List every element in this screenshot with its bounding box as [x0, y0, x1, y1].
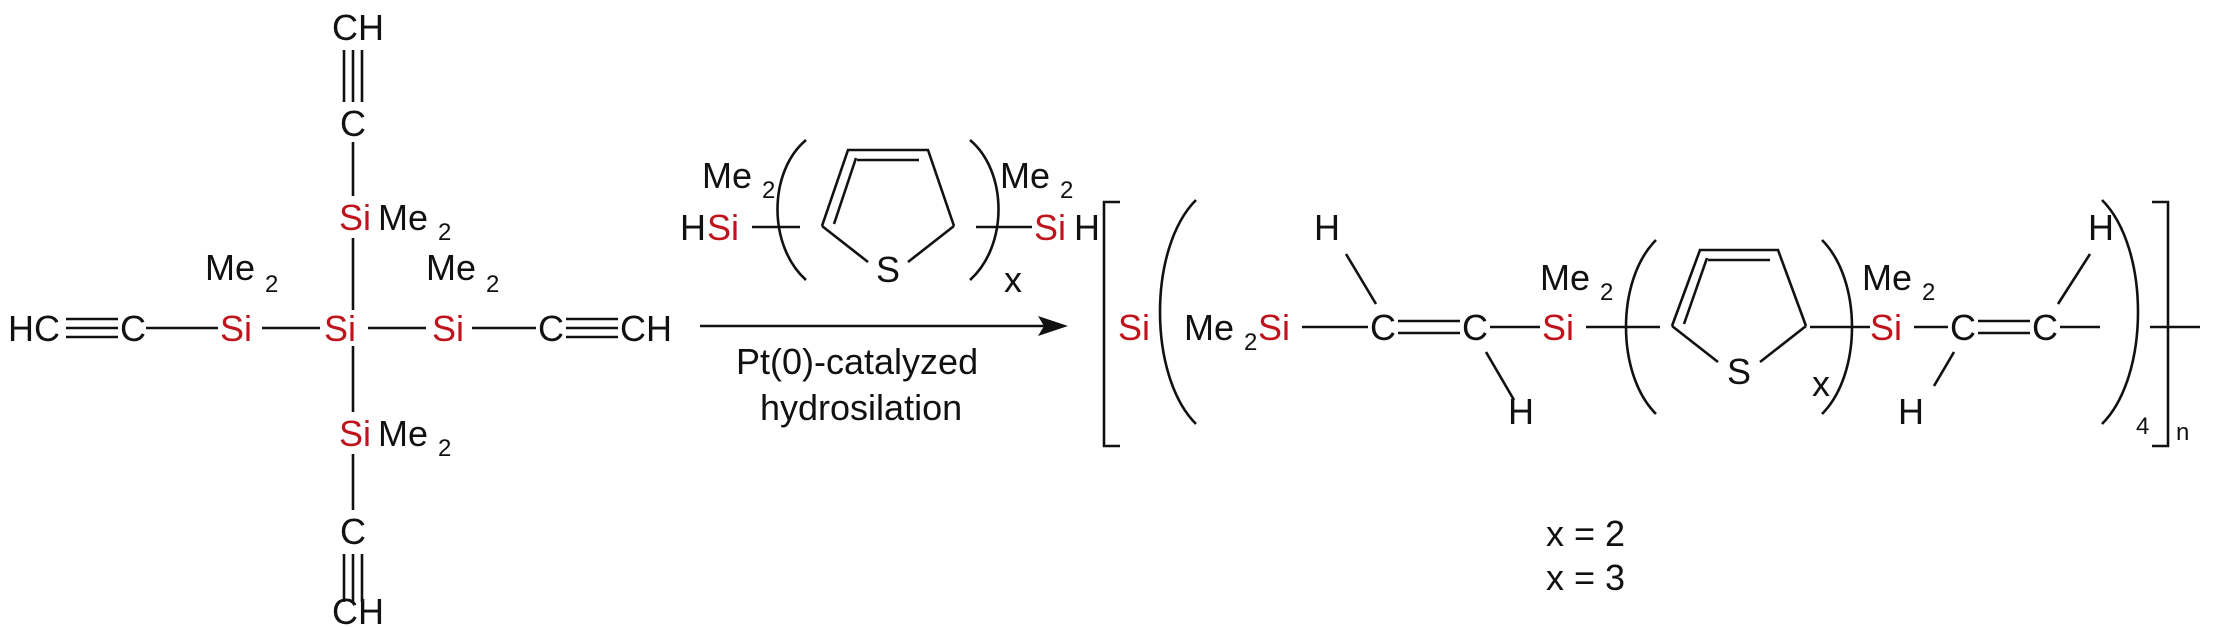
- product-c4-label: C: [2032, 307, 2058, 348]
- reactant-tetrasilane: CH C Si Me 2 HC C Me 2 Si Si Me 2 Si C C…: [8, 7, 672, 627]
- product-me-si: Si: [1258, 307, 1290, 348]
- right-si-label: Si: [432, 308, 464, 349]
- product-thiophene-double-1: [1682, 257, 1709, 325]
- reaction-arrow: [700, 316, 1068, 336]
- reagent-thiophene-s: S: [876, 249, 900, 290]
- variant-x3: x = 3: [1546, 557, 1625, 598]
- left-triple-bond: [66, 317, 118, 339]
- product-me-label: Me: [1184, 307, 1234, 348]
- reagent-thiophene-s-bond-l: [821, 224, 869, 264]
- variant-list: x = 2 x = 3: [1546, 513, 1625, 598]
- bottom-c-label: C: [340, 511, 366, 552]
- right-c-label: C: [538, 308, 564, 349]
- top-triple-bond: [342, 50, 364, 102]
- reagent-left-me-sub: 2: [762, 177, 775, 204]
- left-me-sub: 2: [265, 271, 278, 298]
- reagent-left-paren: [776, 139, 807, 281]
- product-four-sub: 4: [2136, 413, 2149, 440]
- catalyst-metal: Pt: [736, 341, 770, 382]
- reagent-thiophene-s-bond-r: [907, 224, 955, 264]
- product-h2-label: H: [1508, 391, 1534, 432]
- product-thiophene-s-bond-l: [1671, 324, 1719, 364]
- top-ch-label: CH: [332, 7, 384, 48]
- right-me-label: Me: [426, 247, 476, 288]
- top-me-label: Me: [378, 197, 428, 238]
- reagent-left-me-label: Me: [702, 155, 752, 196]
- product-mid-me-sub: 2: [1600, 279, 1613, 306]
- product-thiophene-s: S: [1727, 351, 1751, 392]
- reaction-conditions: Pt(0)-catalyzed hydrosilation: [736, 341, 978, 428]
- product-outer-right-paren: [2101, 199, 2140, 425]
- product-thio-left-paren: [1624, 239, 1657, 415]
- condition-line-1: Pt(0)-catalyzed: [736, 341, 978, 382]
- product-mid-si: Si: [1542, 307, 1574, 348]
- left-si-label: Si: [220, 308, 252, 349]
- product-c3-label: C: [1950, 307, 1976, 348]
- product-n-sub: n: [2176, 419, 2189, 446]
- product-left-bracket: [1102, 200, 1120, 448]
- product-polymer: n Si 4 Me 2 Si C H C H Me 2 Si S: [1102, 199, 2200, 448]
- bottom-me-label: Me: [378, 413, 428, 454]
- reagent-right-si-label: Si: [1034, 207, 1066, 248]
- left-hc-label: HC: [8, 308, 60, 349]
- top-c-label: C: [340, 103, 366, 144]
- left-c-label: C: [120, 308, 146, 349]
- variant-x2: x = 2: [1546, 513, 1625, 554]
- product-c1-h1-bond: [1344, 253, 1378, 305]
- reagent-oligothiophene: Me 2 H Si S x Me 2 Si H: [680, 139, 1100, 300]
- product-mid-me-label: Me: [1540, 257, 1590, 298]
- product-c3-c4-double: [1978, 319, 2030, 335]
- right-me-sub: 2: [486, 271, 499, 298]
- reagent-x-sub: x: [1004, 259, 1022, 300]
- reagent-right-paren: [969, 139, 1000, 281]
- reagent-left-h-label: H: [680, 207, 706, 248]
- product-c3-h3-bond: [1932, 351, 1956, 387]
- product-right-me-sub: 2: [1922, 279, 1935, 306]
- bottom-me-sub: 2: [438, 435, 451, 462]
- product-me-sub: 2: [1244, 329, 1257, 356]
- product-right-bracket: [2152, 200, 2170, 448]
- product-c1-c2-double: [1398, 319, 1460, 335]
- product-c1-label: C: [1370, 307, 1396, 348]
- product-core-si: Si: [1118, 307, 1150, 348]
- product-h3-label: H: [1898, 391, 1924, 432]
- reagent-thiophene-ring: [820, 148, 956, 227]
- right-ch-label: CH: [620, 308, 672, 349]
- product-h1-label: H: [1314, 207, 1340, 248]
- bottom-si-label: Si: [339, 413, 371, 454]
- product-right-si: Si: [1870, 307, 1902, 348]
- product-outer-left-paren: [1158, 199, 1197, 425]
- top-si-label: Si: [339, 197, 371, 238]
- product-h4-label: H: [2088, 207, 2114, 248]
- product-c2-label: C: [1462, 307, 1488, 348]
- right-triple-bond: [566, 317, 618, 339]
- catalyst-rest: (0)-catalyzed: [770, 341, 978, 382]
- bottom-triple-bond: [342, 554, 364, 602]
- product-x-sub: x: [1812, 363, 1830, 404]
- bottom-ch-label: CH: [332, 591, 384, 627]
- top-me-sub: 2: [438, 219, 451, 246]
- reagent-right-me-sub: 2: [1060, 177, 1073, 204]
- arrow-head: [1038, 316, 1068, 336]
- reagent-right-h-label: H: [1074, 207, 1100, 248]
- left-me-label: Me: [205, 247, 255, 288]
- product-thiophene-s-bond-r: [1759, 324, 1807, 364]
- reagent-right-me-label: Me: [1000, 155, 1050, 196]
- product-right-me-label: Me: [1862, 257, 1912, 298]
- product-thiophene-ring: [1670, 248, 1808, 327]
- product-c2-h2-bond: [1484, 351, 1516, 401]
- reagent-thiophene-double-1: [832, 157, 858, 225]
- center-si-label: Si: [324, 308, 356, 349]
- reagent-left-si-label: Si: [707, 207, 739, 248]
- condition-line-2: hydrosilation: [760, 387, 962, 428]
- product-c4-h4-bond: [2056, 253, 2092, 305]
